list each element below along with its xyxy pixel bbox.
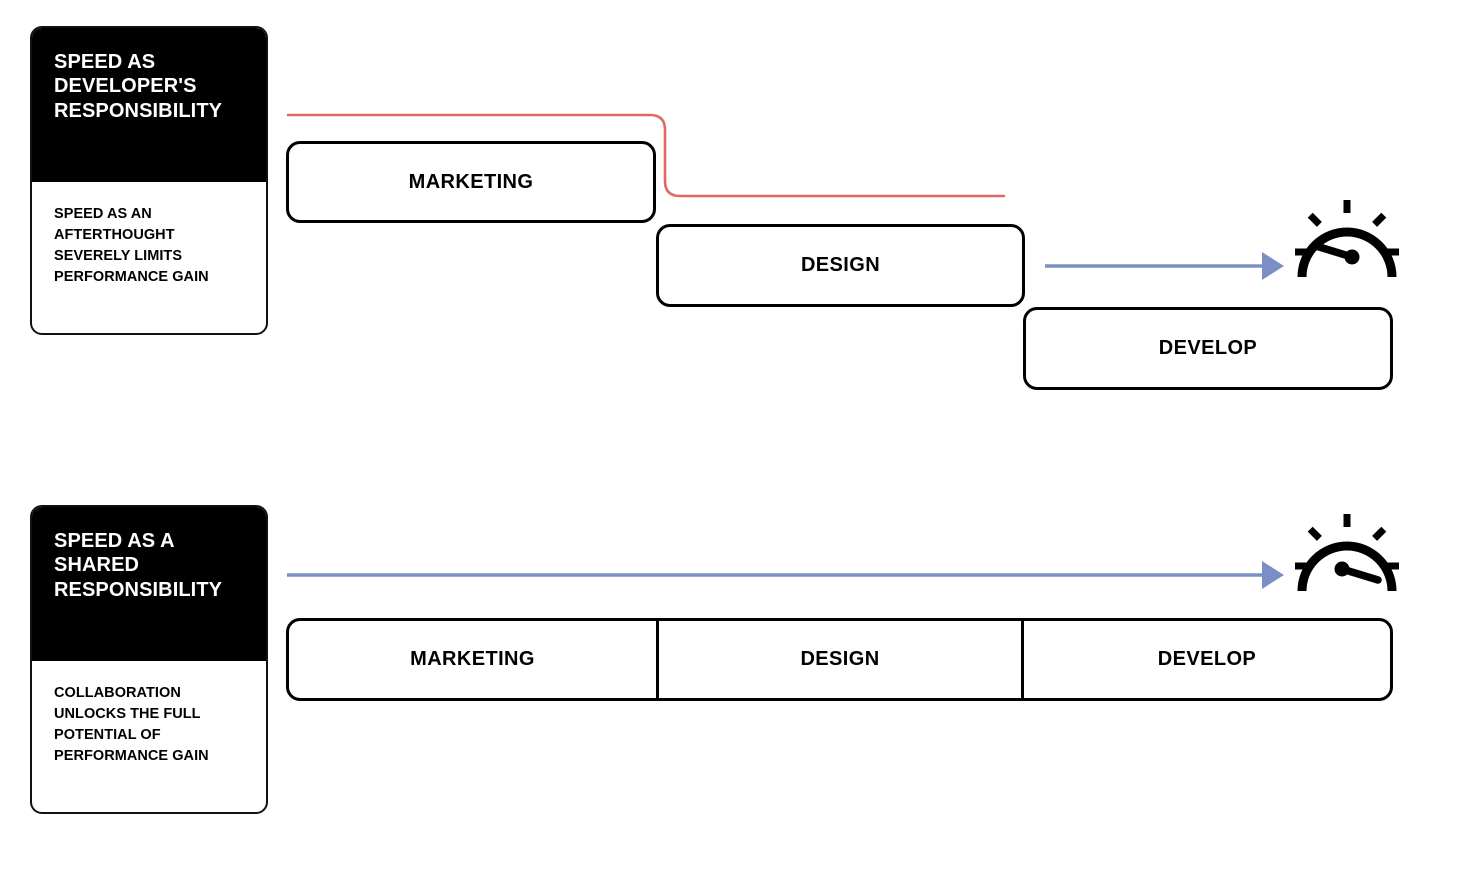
- legend-card-header: SPEED AS DEVELOPER'S RESPONSIBILITY: [32, 28, 266, 182]
- legend-heading: SPEED AS A SHARED RESPONSIBILITY: [54, 530, 223, 601]
- stage-label: MARKETING: [408, 170, 534, 193]
- legend-card-body: SPEED AS AN AFTERTHOUGHT SEVERELY LIMITS…: [32, 182, 266, 333]
- gauge-tick-upper-right: [1372, 212, 1387, 227]
- legend-card-developer-responsibility: SPEED AS DEVELOPER'S RESPONSIBILITY SPEE…: [30, 26, 268, 335]
- stage-label: DESIGN: [800, 648, 880, 670]
- legend-card-header: SPEED AS A SHARED RESPONSIBILITY: [32, 507, 266, 661]
- gauge-hub: [1344, 249, 1360, 265]
- stage-box-design-staggered[interactable]: DESIGN: [656, 224, 1025, 307]
- legend-description: SPEED AS AN AFTERTHOUGHT SEVERELY LIMITS…: [54, 206, 209, 286]
- stage-box-develop-staggered[interactable]: DEVELOP: [1023, 307, 1393, 390]
- gauge-arc: [1297, 227, 1397, 278]
- stage-bar-shared: MARKETING DESIGN DEVELOP: [286, 618, 1393, 701]
- stage-label: DEVELOP: [1157, 648, 1257, 670]
- legend-heading: SPEED AS DEVELOPER'S RESPONSIBILITY: [54, 51, 223, 122]
- speed-arrow-head-short: [1262, 252, 1284, 280]
- stage-segment-design-shared[interactable]: DESIGN: [656, 621, 1024, 698]
- gauge-needle: [1312, 242, 1356, 261]
- gauge-tick-upper-left: [1307, 526, 1322, 541]
- legend-card-shared-responsibility: SPEED AS A SHARED RESPONSIBILITY COLLABO…: [30, 505, 268, 814]
- gauge-hub: [1334, 561, 1350, 577]
- stage-label: MARKETING: [410, 648, 535, 670]
- stage-segment-marketing-shared[interactable]: MARKETING: [289, 621, 656, 698]
- gauge-needle: [1338, 565, 1382, 584]
- gauge-tick-upper-left: [1307, 212, 1322, 227]
- speedometer-high-icon: [1295, 514, 1399, 592]
- legend-card-body: COLLABORATION UNLOCKS THE FULL POTENTIAL…: [32, 661, 266, 812]
- gauge-arc: [1297, 541, 1397, 592]
- speedometer-low-icon: [1295, 200, 1399, 278]
- legend-description: COLLABORATION UNLOCKS THE FULL POTENTIAL…: [54, 685, 209, 765]
- gauge-tick-upper-right: [1372, 526, 1387, 541]
- stage-box-marketing-staggered[interactable]: MARKETING: [286, 141, 656, 223]
- stage-segment-develop-shared[interactable]: DEVELOP: [1024, 621, 1390, 698]
- speed-arrow-head-full: [1262, 561, 1284, 589]
- stage-label: DESIGN: [800, 254, 881, 276]
- stage-label: DEVELOP: [1158, 337, 1258, 359]
